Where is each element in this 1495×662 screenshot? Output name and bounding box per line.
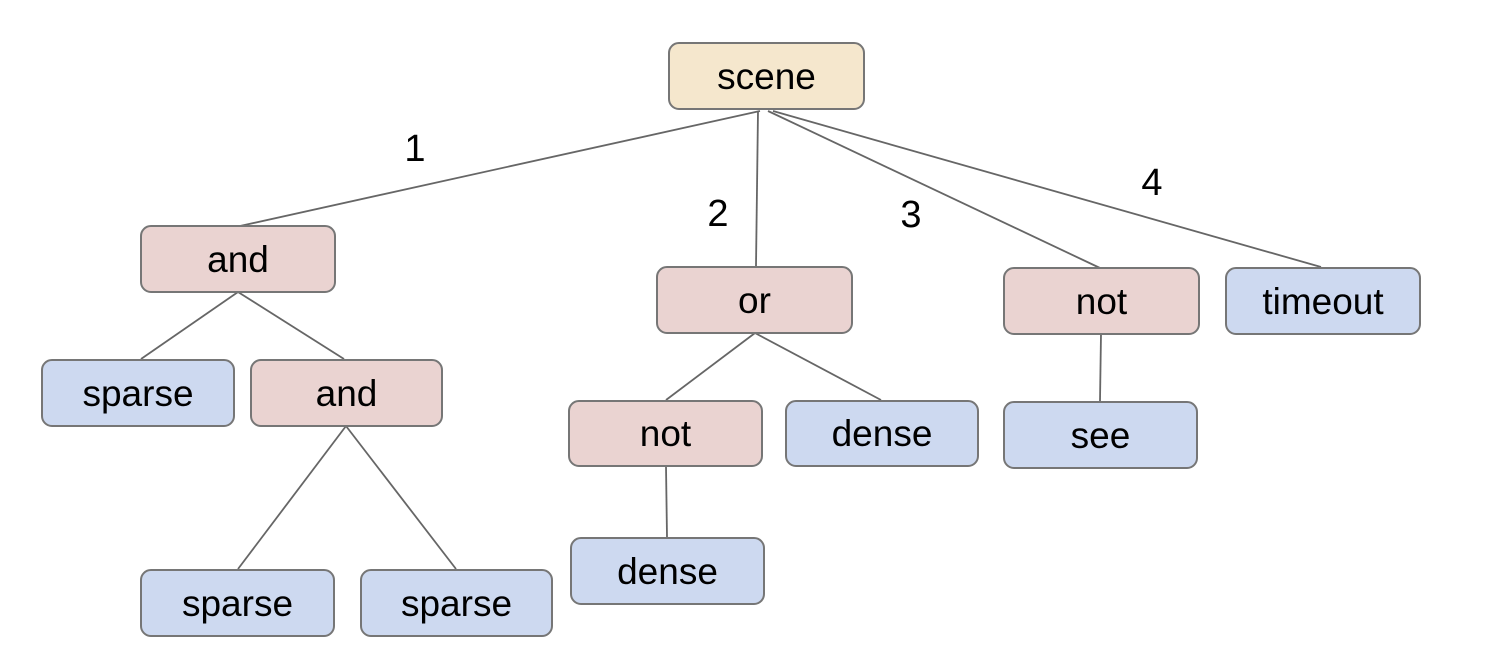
node-sparse-2: sparse bbox=[140, 569, 335, 637]
edge-scene-timeout bbox=[772, 110, 1322, 268]
edge-label-3: 3 bbox=[900, 194, 922, 236]
edge-or-dense1 bbox=[754, 332, 882, 401]
edge-label-2: 2 bbox=[707, 193, 729, 235]
edge-label-1: 1 bbox=[404, 128, 426, 170]
node-not-2: not bbox=[568, 400, 763, 467]
node-scene: scene bbox=[668, 42, 865, 110]
node-sparse-1: sparse bbox=[41, 359, 235, 427]
edge-and1-sparse1 bbox=[140, 291, 239, 360]
edge-not2-dense2 bbox=[665, 465, 668, 538]
edge-and2-sparse3 bbox=[345, 425, 457, 570]
node-timeout: timeout bbox=[1225, 267, 1421, 335]
node-or: or bbox=[656, 266, 853, 334]
edge-not1-see bbox=[1099, 333, 1102, 402]
node-dense-1: dense bbox=[785, 400, 979, 467]
edge-and1-and2 bbox=[237, 291, 345, 360]
edge-or-not2 bbox=[665, 332, 756, 401]
edge-label-4: 4 bbox=[1141, 162, 1163, 204]
edge-scene-or bbox=[755, 110, 759, 267]
edge-scene-and bbox=[239, 110, 761, 227]
node-see: see bbox=[1003, 401, 1198, 469]
edge-and2-sparse2 bbox=[237, 425, 347, 570]
node-and-1: and bbox=[140, 225, 336, 293]
node-sparse-3: sparse bbox=[360, 569, 553, 637]
node-not-1: not bbox=[1003, 267, 1200, 335]
node-dense-2: dense bbox=[570, 537, 765, 605]
edge-scene-not bbox=[767, 110, 1101, 269]
node-and-2: and bbox=[250, 359, 443, 427]
